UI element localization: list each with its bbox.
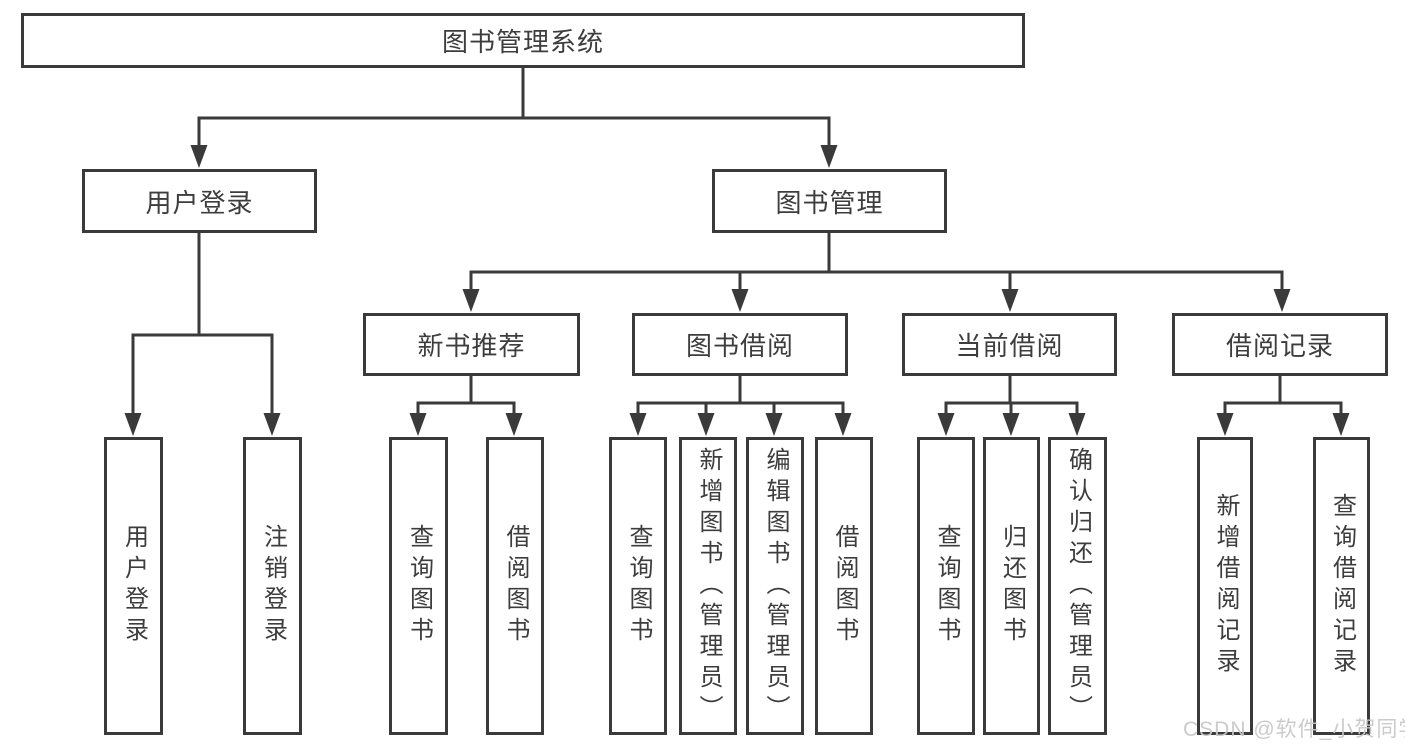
watermark-csdn: CSDN @软件_小贺同学 [1183, 718, 1405, 741]
node-label: 编辑图书（管理员） [762, 446, 789, 726]
node-book-management: 图书管理 [712, 169, 947, 233]
leaf-current-query-books: 查询图书 [917, 437, 975, 735]
node-new-book-recommend: 新书推荐 [363, 313, 580, 376]
leaf-current-confirm-return: 确认归还（管理员） [1048, 437, 1107, 735]
node-book-borrowing: 图书借阅 [632, 313, 848, 376]
node-label: 图书管理系统 [441, 27, 604, 57]
node-label: 图书管理 [775, 187, 884, 218]
node-label: 确认归还（管理员） [1064, 446, 1092, 726]
leaf-recommend-borrow-books: 借阅图书 [486, 437, 544, 735]
arrowheads [124, 145, 1350, 436]
leaf-records-query-record: 查询借阅记录 [1313, 437, 1370, 735]
leaf-records-add-record: 新增借阅记录 [1197, 437, 1253, 735]
node-label: 注销登录 [259, 524, 287, 648]
node-label: 用户登录 [145, 187, 254, 218]
node-borrowing-records: 借阅记录 [1172, 313, 1388, 376]
node-label: 借阅图书 [831, 524, 858, 648]
node-label: 归还图书 [998, 524, 1026, 648]
leaf-borrowing-borrow-books: 借阅图书 [815, 437, 873, 735]
node-label: 图书借阅 [685, 331, 794, 361]
node-label: 用户登录 [120, 524, 148, 648]
node-label: 查询图书 [933, 524, 960, 648]
leaf-user-login: 用户登录 [104, 437, 163, 735]
node-label: 查询图书 [405, 524, 433, 648]
leaf-recommend-query-books: 查询图书 [389, 437, 448, 735]
node-label: 新增图书（管理员） [695, 446, 722, 726]
leaf-borrowing-query-books: 查询图书 [609, 437, 667, 735]
node-label: 新书推荐 [417, 331, 526, 361]
node-label: 借阅记录 [1225, 331, 1334, 361]
node-label: 当前借阅 [955, 331, 1064, 361]
leaf-borrowing-edit-books: 编辑图书（管理员） [746, 437, 804, 735]
node-label: 借阅图书 [502, 524, 529, 648]
leaf-logout: 注销登录 [243, 437, 302, 735]
node-label: 新增借阅记录 [1212, 493, 1239, 679]
node-library-system: 图书管理系统 [21, 13, 1025, 68]
leaf-borrowing-add-books: 新增图书（管理员） [679, 437, 737, 735]
leaf-current-return-books: 归还图书 [983, 437, 1040, 735]
node-current-borrowing: 当前借阅 [902, 313, 1117, 376]
node-user-login: 用户登录 [82, 169, 317, 233]
node-label: 查询借阅记录 [1328, 493, 1356, 679]
node-label: 查询图书 [625, 524, 652, 648]
